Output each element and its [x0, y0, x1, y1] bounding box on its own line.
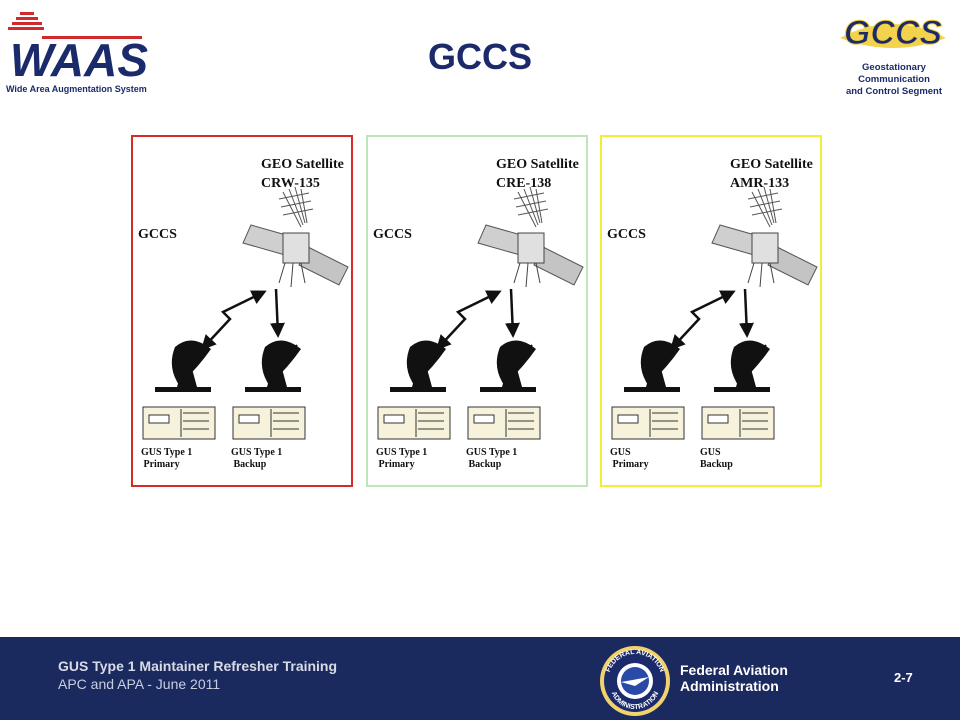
geo-satellite-label: GEO Satellite CRE-138	[496, 155, 579, 193]
waas-logo: WAAS	[8, 12, 148, 86]
downlink-arrow	[269, 288, 285, 338]
gccs-logo-caption: Geostationary Communication and Control …	[830, 62, 958, 98]
downlink-arrow	[738, 288, 754, 338]
uplink-arrow	[200, 290, 267, 351]
gccs-panel-amr: GEO Satellite AMR-133 GCCS GUS Primary G…	[600, 135, 822, 487]
gus-label-line1: GUS Type 1	[466, 447, 518, 458]
course-title: GUS Type 1 Maintainer Refresher Training	[58, 658, 338, 674]
gccs-logo: GCCS	[840, 14, 946, 53]
gccs-label: GCCS	[373, 227, 412, 242]
dish-antenna-icon	[390, 340, 446, 392]
satellite-id: CRW-135	[261, 176, 320, 191]
agency-line: Administration	[680, 678, 779, 694]
page-title: GCCS	[427, 36, 532, 77]
dish-antenna-icon	[155, 340, 211, 392]
satellite-type: GEO Satellite	[496, 157, 579, 172]
gccs-panel-cre: GEO Satellite CRE-138 GCCS GUS Type 1 Pr…	[366, 135, 588, 487]
gus-label-line2: Primary	[376, 459, 415, 470]
waas-subtitle: Wide Area Augmentation System	[6, 84, 147, 94]
gus-backup-label: GUS Type 1 Backup	[231, 447, 282, 471]
gccs-caption-line: and Control Segment	[845, 86, 943, 97]
gus-label-line1: GUS	[700, 447, 721, 458]
gus-backup-label: GUS Type 1 Backup	[466, 447, 517, 471]
gus-primary-label: GUS Type 1 Primary	[141, 447, 192, 471]
downlink-arrow	[504, 288, 520, 338]
geo-satellite-label: GEO Satellite AMR-133	[730, 155, 813, 193]
gus-label-line2: Backup	[231, 459, 267, 470]
panel-diagram	[611, 186, 818, 440]
gus-label-line2: Backup	[466, 459, 502, 470]
page-number: 2-7	[894, 670, 913, 685]
geo-satellite-label: GEO Satellite CRW-135	[261, 155, 344, 193]
gus-rack-icon	[611, 406, 685, 440]
dish-antenna-icon	[245, 340, 301, 392]
satellite-type: GEO Satellite	[730, 157, 813, 172]
gus-label-line1: GUS	[610, 447, 631, 458]
satellite-id: AMR-133	[730, 176, 790, 191]
gus-rack-icon	[467, 406, 541, 440]
course-date: APC and APA - June 2011	[58, 676, 221, 692]
gus-label-line1: GUS Type 1	[141, 447, 193, 458]
waas-logo-text: WAAS	[10, 34, 148, 86]
gus-rack-icon	[232, 406, 306, 440]
gccs-label: GCCS	[607, 227, 646, 242]
dish-antenna-icon	[714, 340, 770, 392]
faa-seal-icon: FEDERAL AVIATION ADMINISTRATION	[600, 646, 670, 716]
agency-line: Federal Aviation	[680, 662, 788, 678]
geo-satellite-icon	[711, 186, 818, 288]
gccs-label: GCCS	[138, 227, 177, 242]
gus-label-line2: Backup	[700, 459, 733, 470]
uplink-arrow	[435, 290, 502, 351]
uplink-arrow	[669, 290, 736, 351]
satellite-type: GEO Satellite	[261, 157, 344, 172]
gus-rack-icon	[701, 406, 775, 440]
gccs-panel-crw: GEO Satellite CRW-135 GCCS GUS Type 1 Pr…	[131, 135, 353, 487]
gus-label-line2: Primary	[141, 459, 180, 470]
panel-diagram	[377, 186, 584, 440]
gus-label-line1: GUS Type 1	[231, 447, 283, 458]
dish-antenna-icon	[480, 340, 536, 392]
gus-label-line1: GUS Type 1	[376, 447, 428, 458]
gus-primary-label: GUS Primary	[610, 447, 649, 471]
gus-label-line2: Primary	[610, 459, 649, 470]
gus-rack-icon	[377, 406, 451, 440]
geo-satellite-icon	[477, 186, 584, 288]
satellite-id: CRE-138	[496, 176, 552, 191]
geo-satellite-icon	[242, 186, 349, 288]
gus-primary-label: GUS Type 1 Primary	[376, 447, 427, 471]
footer-bar	[0, 637, 960, 720]
agency-name: Federal Aviation Administration	[680, 662, 788, 694]
panel-diagram	[142, 186, 349, 440]
gus-rack-icon	[142, 406, 216, 440]
dish-antenna-icon	[624, 340, 680, 392]
gccs-caption-line: Geostationary	[862, 62, 926, 73]
gccs-logo-text: GCCS	[844, 14, 943, 52]
gccs-caption-line: Communication	[858, 74, 930, 85]
